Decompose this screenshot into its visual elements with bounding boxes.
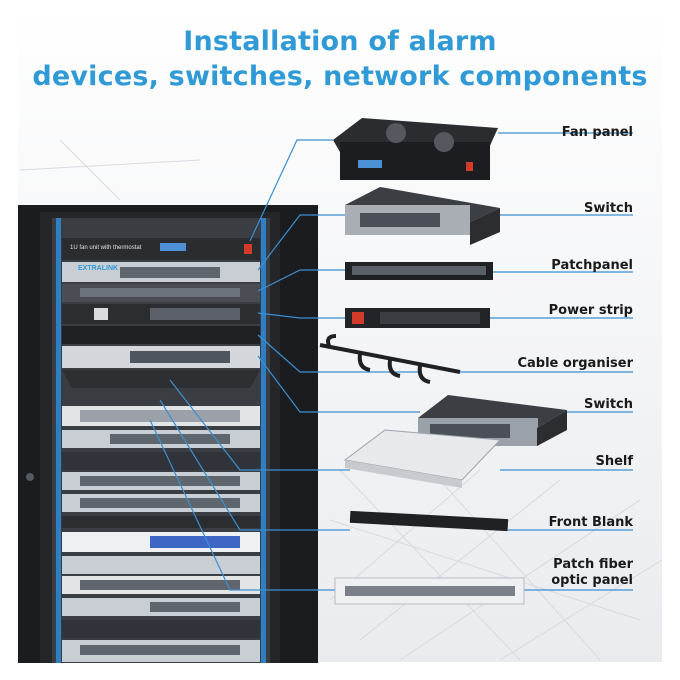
- background-architecture: [19, 139, 663, 661]
- door-lock-icon: [26, 473, 34, 481]
- rack-shelf: [62, 370, 260, 388]
- label-patchpanel: Patchpanel: [551, 258, 633, 273]
- label-patch-fiber-line-2: optic panel: [551, 573, 633, 588]
- shelf-image: [343, 429, 502, 488]
- power-strip-image: [345, 308, 490, 328]
- switch-image-2: [418, 395, 567, 446]
- rack-cable-organiser: [62, 326, 260, 344]
- rack-devices: 1U fan unit with thermostat EXTRALINK: [62, 238, 260, 662]
- label-switch-2: Switch: [583, 397, 633, 412]
- patchpanel-image: [345, 262, 493, 280]
- cable-organiser-image: [319, 334, 461, 384]
- label-switch-1: Switch: [583, 201, 633, 216]
- label-fan-panel: Fan panel: [561, 125, 633, 140]
- rack-fan-unit-text: 1U fan unit with thermostat: [70, 245, 142, 251]
- label-patch-fiber-optic-panel: Patch fiber optic panel: [551, 557, 633, 589]
- label-shelf: Shelf: [595, 454, 633, 469]
- fan-panel-image: [333, 118, 498, 180]
- label-front-blank: Front Blank: [548, 515, 633, 530]
- switch-image-1: [345, 187, 500, 245]
- front-blank-image: [349, 510, 509, 532]
- label-patch-fiber-line-1: Patch fiber: [553, 557, 633, 572]
- heading-line-1: Installation of alarm: [183, 26, 497, 57]
- label-power-strip: Power strip: [548, 303, 633, 318]
- heading-line-2: devices, switches, network components: [32, 61, 648, 92]
- label-cable-organiser: Cable organiser: [517, 356, 633, 371]
- fiber-optic-panel-image: [334, 577, 525, 605]
- leader-lines: [149, 132, 633, 591]
- rack-brand-text: EXTRALINK: [78, 265, 118, 272]
